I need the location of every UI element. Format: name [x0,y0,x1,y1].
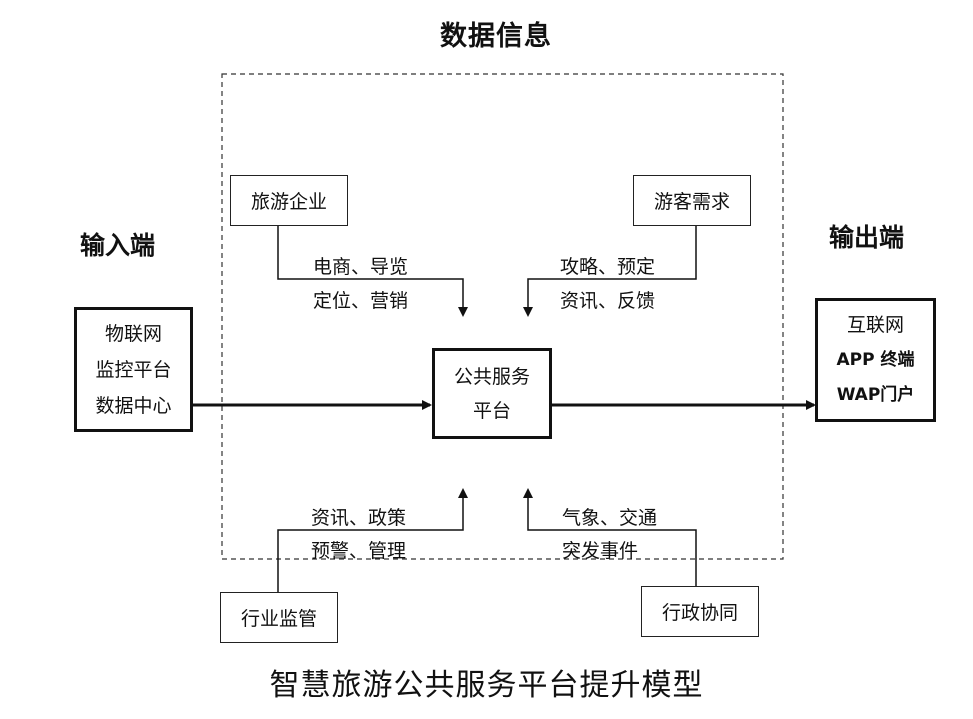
tourist-demand-text-1: 攻略、预定 [560,256,656,278]
administrative-coordination-box: 行政协同 [641,586,759,637]
public-service-platform-box: 公共服务 平台 [432,348,552,439]
output-heading: 输出端 [829,223,905,252]
tourism-enterprise-text-1: 电商、导览 [313,256,409,278]
administrative-text-1: 气象、交通 [562,507,658,529]
industry-supervision-text-2: 预警、管理 [311,540,407,562]
data-info-title: 数据信息 [440,21,552,52]
industry-supervision-connector [277,488,468,592]
center-line-2: 平台 [472,399,511,422]
input-heading: 输入端 [80,231,156,260]
output-line-1: 互联网 [846,313,904,336]
output-line-3: WAP门户 [836,384,915,405]
tourist-demand-connector [523,226,697,317]
data-region-border [221,73,784,560]
tourism-enterprise-box: 旅游企业 [230,175,348,226]
tourist-demand-box: 游客需求 [633,175,751,226]
input-line-3: 数据中心 [95,394,172,417]
industry-supervision-box: 行业监管 [220,592,338,643]
industry-supervision-text-1: 资讯、政策 [311,507,407,529]
tourism-enterprise-text-2: 定位、营销 [313,290,409,312]
input-data-center-box: 物联网 监控平台 数据中心 [74,307,193,432]
input-line-2: 监控平台 [95,358,172,381]
tourist-demand-text-2: 资讯、反馈 [560,290,656,312]
administrative-text-2: 突发事件 [562,540,639,562]
output-line-2: APP 终端 [836,349,915,370]
administrative-connector [523,488,697,586]
input-line-1: 物联网 [104,322,162,345]
output-terminal-box: 互联网 APP 终端 WAP门户 [815,298,936,422]
center-line-1: 公共服务 [453,365,530,388]
diagram-caption: 智慧旅游公共服务平台提升模型 [269,668,704,703]
tourism-enterprise-connector [277,226,468,317]
